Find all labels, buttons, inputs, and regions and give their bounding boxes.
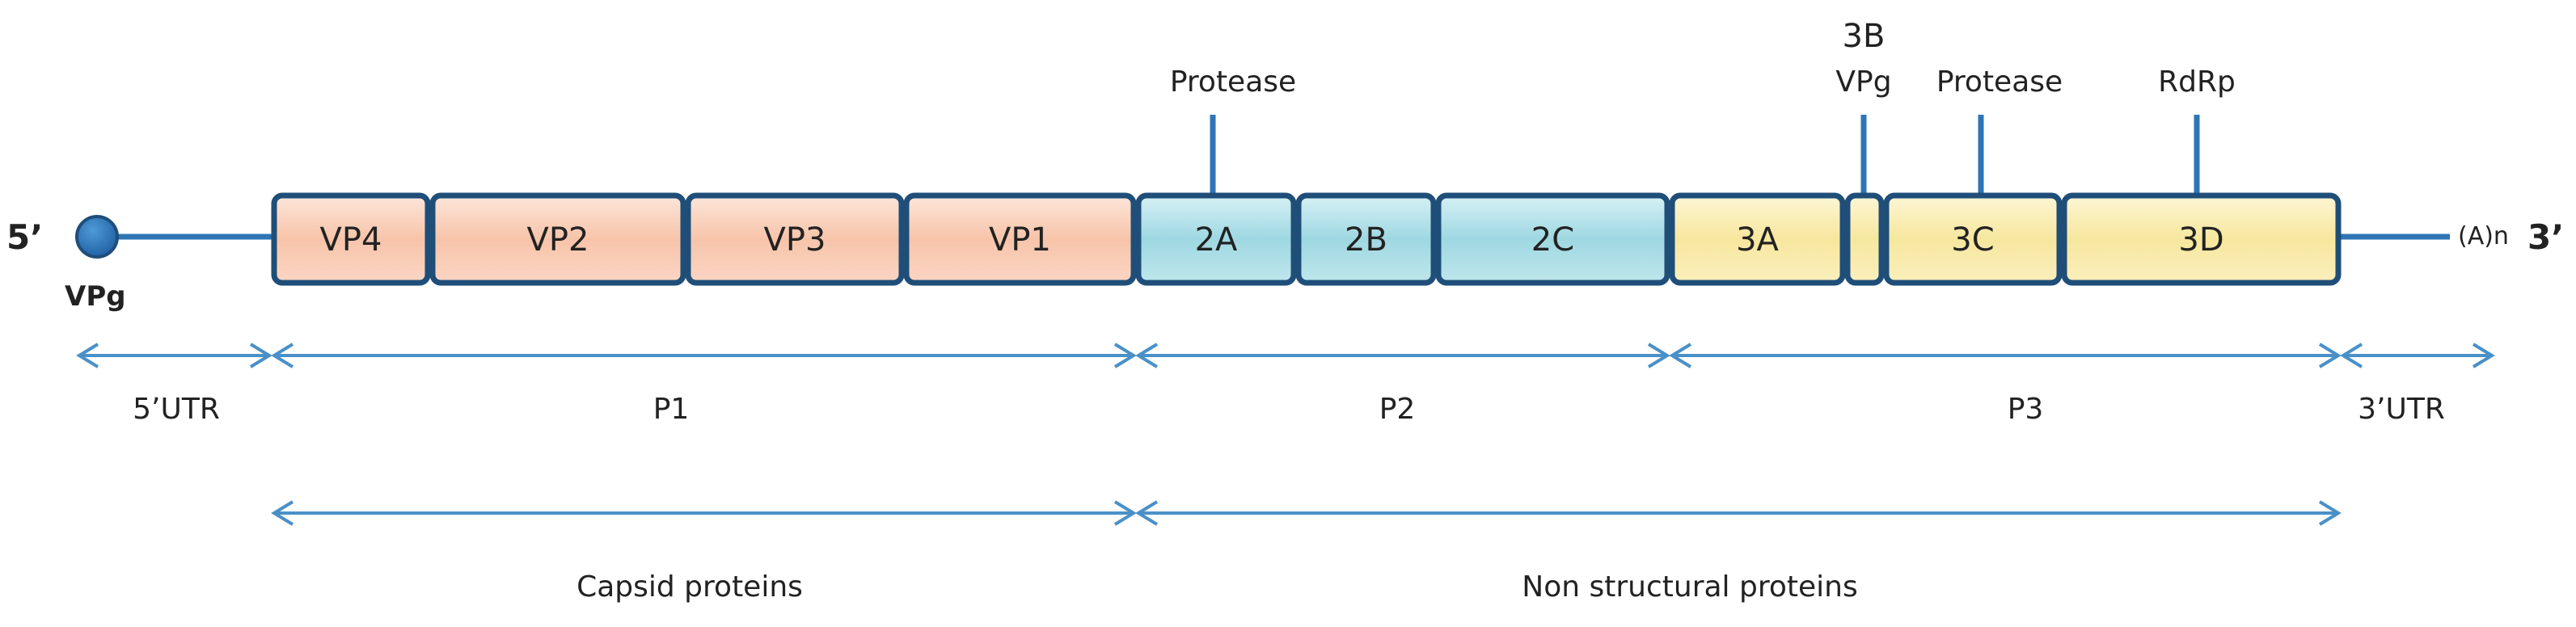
region-label-p2: P2 (1379, 393, 1416, 426)
five-prime-label: 5’ (6, 217, 43, 257)
arrow-head-right (249, 343, 272, 368)
callout-rdrp-3d: RdRp (2158, 65, 2236, 99)
arrow-head-right (1647, 343, 1670, 368)
segment-label: VP4 (320, 221, 382, 259)
segment-vp4: VP4 (271, 192, 431, 286)
arrow-head-right (1113, 500, 1137, 526)
arrow-head-left (271, 343, 294, 368)
arrow-head-left (1135, 343, 1159, 368)
segment-box (1883, 192, 2063, 286)
region-arrows (76, 343, 2495, 526)
three-prime-label: 3’ (2527, 217, 2564, 257)
callout-3b: 3B (1843, 18, 1886, 55)
region-label-5utr: 5’UTR (133, 393, 220, 426)
segment-2c: 2C (1435, 192, 1670, 286)
arrow-5utr (76, 343, 272, 368)
segment-2b: 2B (1295, 192, 1437, 286)
callout-vpg-3b: VPg (1835, 65, 1891, 99)
segment-label: 2B (1345, 221, 1387, 259)
segment-label: 3D (2178, 221, 2223, 259)
arrow-head-right (2472, 343, 2495, 368)
arrow-head-left (271, 500, 294, 526)
segment-box (1135, 192, 1297, 286)
callout-protease-2a: Protease (1170, 65, 1296, 99)
segment-label: 3C (1951, 221, 1994, 259)
segment-label: 2A (1195, 221, 1238, 259)
arrow-head-left (2340, 343, 2363, 368)
polya-label: (A)n (2458, 222, 2509, 250)
segment-box (903, 192, 1137, 286)
arrow-p2 (1135, 343, 1670, 368)
segment-box (429, 192, 686, 286)
arrow-head-left (1669, 343, 1692, 368)
segment-box (1435, 192, 1670, 286)
segment-3a: 3A (1669, 192, 1846, 286)
arrow-nonstructural (1135, 500, 2342, 526)
segment-box (271, 192, 431, 286)
segment-box (1295, 192, 1437, 286)
vpg-cap-icon (75, 215, 119, 259)
segment-box (685, 192, 905, 286)
arrow-head-left (1135, 500, 1159, 526)
segment-box (2061, 192, 2342, 286)
segment-vp2: VP2 (429, 192, 686, 286)
region-label-p3: P3 (2008, 393, 2044, 426)
segment-label: VP2 (527, 221, 589, 259)
group-label-nonstructural: Non structural proteins (1522, 570, 1857, 604)
segment-vp3: VP3 (685, 192, 905, 286)
arrow-head-right (2318, 343, 2342, 368)
arrow-capsid (271, 500, 1137, 526)
segment-junction-3b (1844, 192, 1885, 286)
segment-label: VP1 (989, 221, 1051, 259)
arrow-3utr (2340, 343, 2495, 368)
vpg-cap-label: VPg (65, 280, 126, 313)
segment-label: 2C (1531, 221, 1574, 259)
segment-box (1669, 192, 1846, 286)
polyprotein-segments: VP4 VP2 VP3 VP1 2A 2B 2C 3A 3C 3D (271, 192, 2342, 286)
segment-box (1844, 192, 1885, 286)
arrow-head-left (76, 343, 99, 368)
arrow-p3 (1669, 343, 2342, 368)
segment-3d: 3D (2061, 192, 2342, 286)
segment-2a: 2A (1135, 192, 1297, 286)
region-label-p1: P1 (653, 393, 690, 426)
arrow-head-right (1113, 343, 1137, 368)
segment-vp1: VP1 (903, 192, 1137, 286)
arrow-head-right (2318, 500, 2342, 526)
arrow-p1 (271, 343, 1137, 368)
group-label-capsid: Capsid proteins (576, 570, 803, 604)
callout-protease-3c: Protease (1936, 65, 2063, 99)
segment-3c: 3C (1883, 192, 2063, 286)
segment-label: VP3 (764, 221, 826, 259)
segment-label: 3A (1736, 221, 1779, 259)
region-label-3utr: 3’UTR (2358, 393, 2445, 426)
